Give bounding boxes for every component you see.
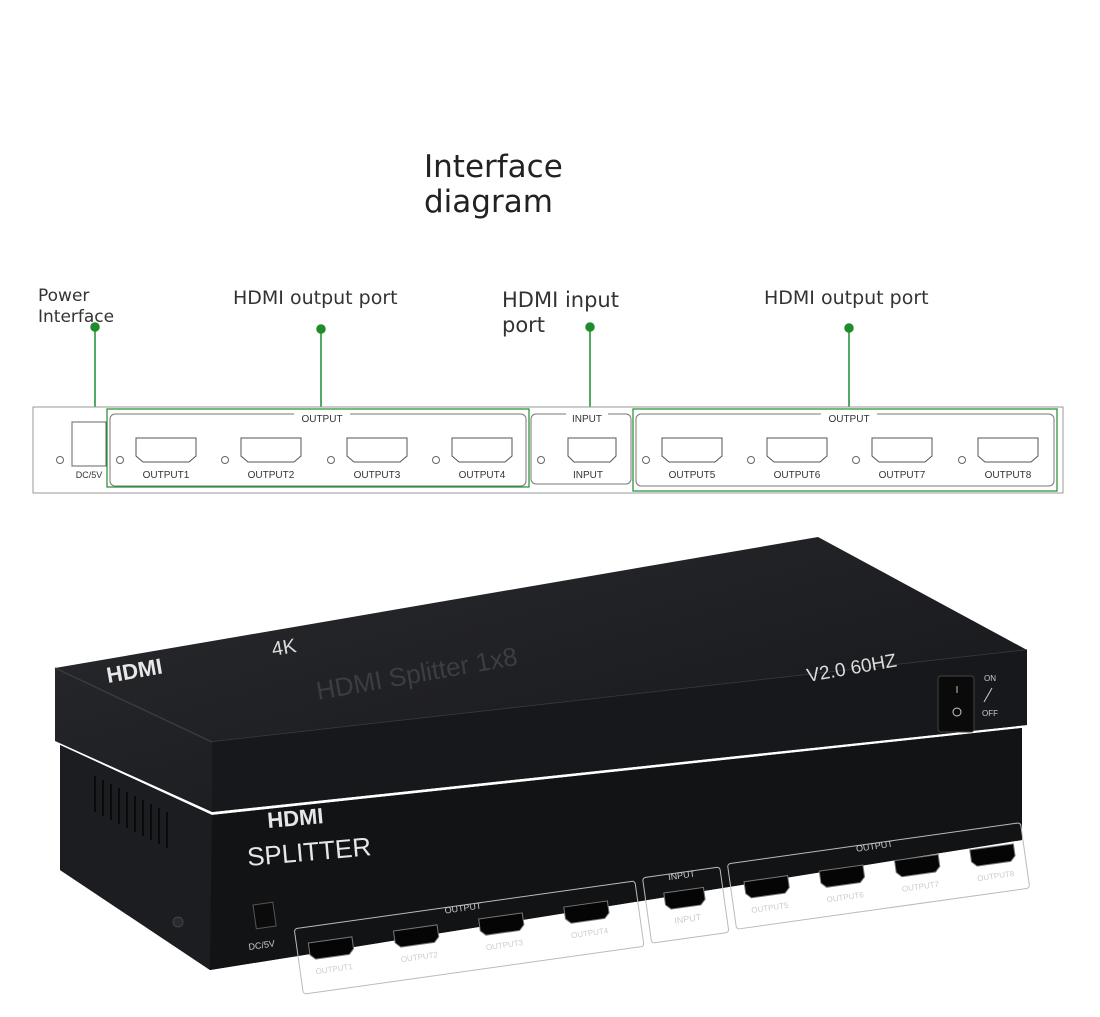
panel-hdmi-output-port-2 (240, 437, 302, 463)
power-callout-line2: Interface (38, 307, 115, 327)
panel-output-port-label-4: OUTPUT4 (459, 470, 506, 481)
front-hdmi-output-port-3 (478, 912, 525, 936)
diagram-title-line2: diagram (424, 184, 553, 220)
switch-i-mark: I (956, 685, 959, 696)
diagram-title-line1: Interface (424, 149, 563, 185)
panel-led-output-5 (642, 456, 650, 464)
panel-led-output-1 (116, 456, 124, 464)
front-output-port-label-6: OUTPUT6 (826, 890, 865, 904)
panel-input-group-label: INPUT (572, 414, 602, 425)
panel-led-input (537, 456, 545, 464)
panel-hdmi-output-port-7 (871, 437, 933, 463)
upper-unit-front-face (212, 650, 1027, 812)
panel-led-output-4 (432, 456, 440, 464)
panel-input-label-bg (566, 412, 608, 424)
power-switch (937, 675, 975, 733)
switch-off-label: OFF (982, 709, 998, 718)
front-hdmi-output-port-1 (307, 936, 355, 960)
front-output-port-label-7: OUTPUT7 (901, 880, 940, 894)
panel-led-output-8 (958, 456, 966, 464)
panel-power-label: DC/5V (76, 470, 103, 480)
switch-on-label: ON (984, 674, 996, 683)
panel-output-port-label-7: OUTPUT7 (879, 470, 926, 481)
panel-output-group-left-highlight (106, 408, 530, 488)
front-hdmi-logo: HDMI (266, 803, 324, 833)
front-hdmi-output-port-8 (969, 843, 1016, 867)
panel-output-port-label-3: OUTPUT3 (354, 470, 401, 481)
front-output-port-label-5: OUTPUT5 (751, 901, 790, 915)
panel-output-group-label-left: OUTPUT (301, 414, 342, 425)
panel-hdmi-output-port-3 (346, 437, 408, 463)
switch-o-mark (952, 707, 962, 717)
power-interface-callout: Power Interface (38, 286, 114, 328)
front-hdmi-output-port-6 (818, 864, 866, 888)
front-input-group-label: INPUT (667, 868, 696, 882)
input-leader-dot (585, 322, 595, 332)
panel-hdmi-output-port-5 (661, 437, 723, 463)
lower-unit-front-face (210, 728, 1022, 970)
front-input-port-label: INPUT (674, 912, 703, 926)
front-output-port-label-1: OUTPUT1 (315, 962, 354, 976)
front-hdmi-output-port-5 (743, 875, 790, 899)
front-output-port-label-2: OUTPUT2 (400, 950, 439, 964)
panel-output-port-label-2: OUTPUT2 (248, 470, 295, 481)
front-power-jack (252, 901, 277, 930)
side-screw (172, 916, 184, 928)
hdmi-input-callout-line2: port (502, 313, 546, 337)
front-output-group-left (294, 880, 645, 995)
panel-screw-hole (56, 456, 64, 464)
front-input-group (642, 866, 730, 944)
panel-led-output-3 (327, 456, 335, 464)
panel-hdmi-output-port-8 (977, 437, 1039, 463)
panel-output-port-label-6: OUTPUT6 (774, 470, 821, 481)
front-hdmi-input-port (663, 886, 706, 910)
panel-output-port-label-1: OUTPUT1 (143, 470, 190, 481)
output-left-leader-dot (316, 324, 326, 334)
panel-output-group-label-right: OUTPUT (828, 414, 869, 425)
top-4k-label: 4K (270, 635, 299, 661)
panel-output-ports: OUTPUT1 OUTPUT2 OUTPUT3 OUTPUT4 OUTPUT5 OUTPU… (116, 437, 1039, 481)
switch-slash (983, 687, 993, 703)
panel-led-output-7 (852, 456, 860, 464)
panel-output-label-bg-left (294, 412, 350, 424)
front-hdmi-output-port-4 (563, 900, 610, 924)
power-callout-line1: Power (38, 286, 90, 306)
hdmi-input-callout-line1: HDMI input (502, 288, 619, 312)
hdmi-output-left-callout: HDMI output port (233, 287, 398, 309)
front-output-port-label-8: OUTPUT8 (977, 869, 1016, 883)
hdmi-input-callout: HDMI input port (502, 288, 619, 338)
front-output-ports: OUTPUT1 OUTPUT2 OUTPUT3 OUTPUT4 OUTPUT5 OUTPU… (307, 843, 1016, 976)
panel-hdmi-output-port-6 (766, 437, 828, 463)
panel-output-group-right-highlight (632, 408, 1058, 492)
lower-unit-side-face (60, 745, 212, 970)
front-hdmi-output-port-2 (392, 924, 440, 948)
front-power-label: DC/5V (248, 938, 276, 952)
panel-output-port-label-8: OUTPUT8 (985, 470, 1032, 481)
panel-hdmi-input-port (567, 437, 617, 463)
front-output-port-label-3: OUTPUT3 (485, 938, 524, 952)
power-leader-dot (90, 322, 100, 332)
diagram-title: Interface diagram (424, 150, 563, 220)
panel-led-output-6 (747, 456, 755, 464)
panel-hdmi-output-port-4 (451, 437, 513, 463)
side-vents (94, 776, 168, 848)
panel-power-jack (71, 421, 107, 467)
panel-led-output-2 (221, 456, 229, 464)
panel-input-port-label: INPUT (573, 470, 603, 481)
output-right-leader-dot (844, 323, 854, 333)
front-output-group-right (727, 822, 1030, 930)
hdmi-output-right-callout: HDMI output port (764, 287, 929, 309)
front-output-port-label-4: OUTPUT4 (571, 926, 610, 940)
panel-output-label-bg-right (821, 412, 877, 424)
panel-hdmi-output-port-1 (135, 437, 197, 463)
panel-output-port-label-5: OUTPUT5 (669, 470, 716, 481)
front-hdmi-output-port-7 (893, 853, 941, 878)
